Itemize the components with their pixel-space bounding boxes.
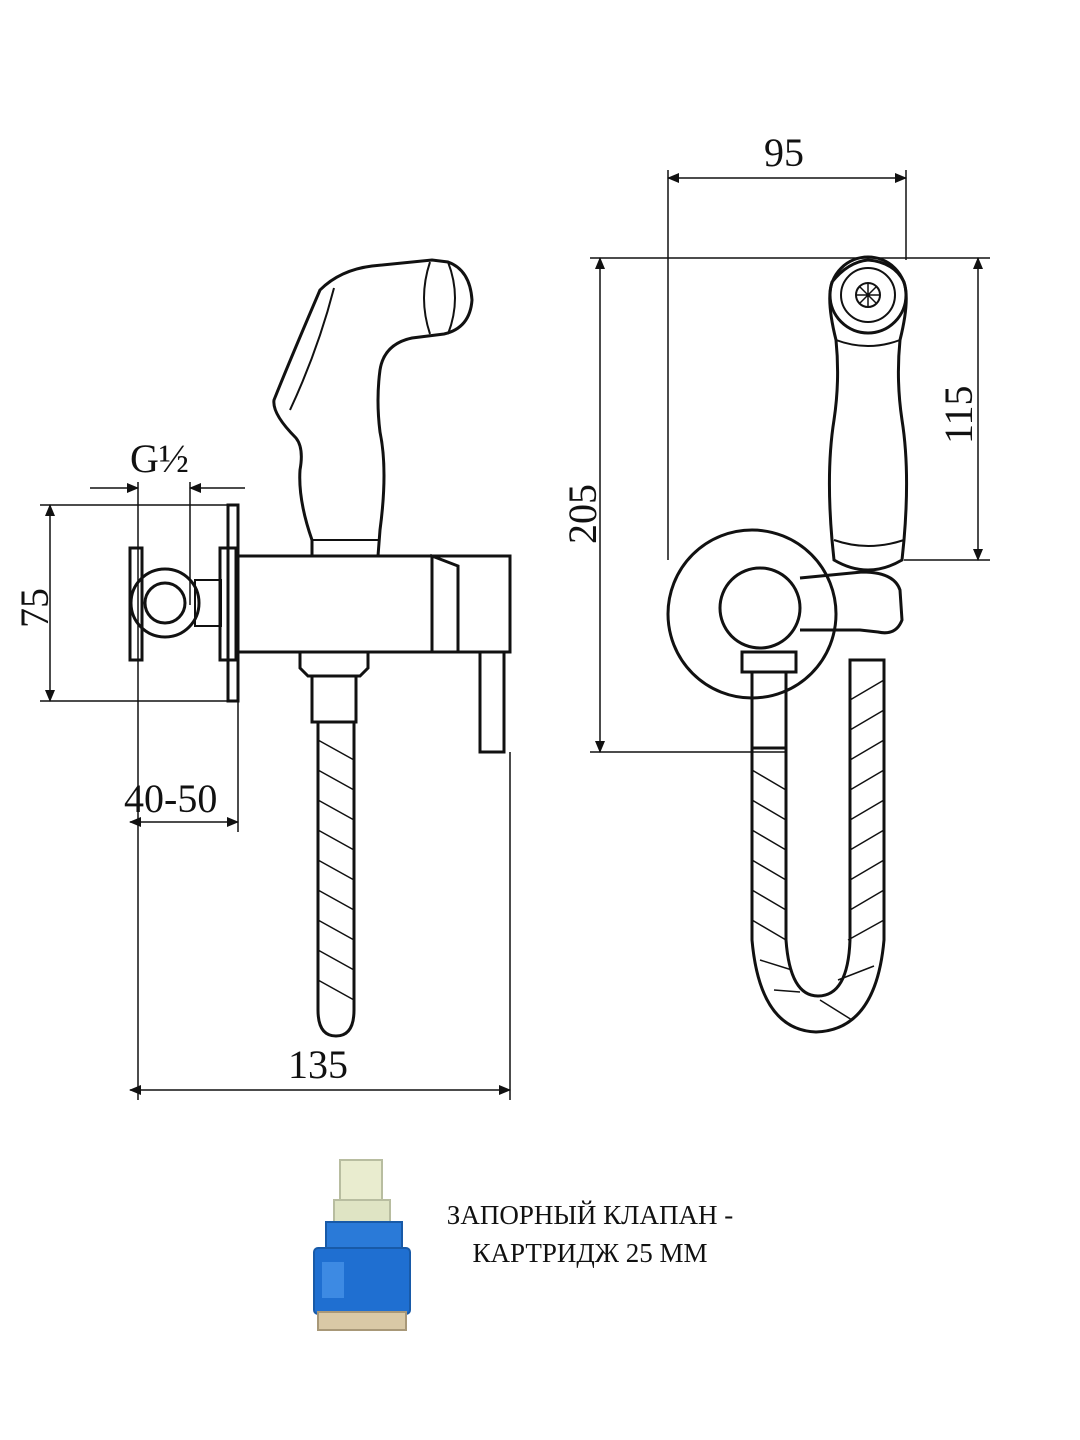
side-inlet-nut (194, 579, 222, 627)
side-valve-body (236, 554, 512, 654)
front-sprayer-head-inner (840, 267, 896, 323)
cartridge-caption: ЗАПОРНЫЙ КЛАПАН - КАРТРИДЖ 25 ММ (400, 1196, 780, 1272)
side-lever (478, 650, 506, 754)
side-lever-base (430, 553, 460, 654)
side-sprayer-trigger (289, 287, 335, 411)
side-hose-nut (298, 652, 370, 678)
dim-front-height: 205 (560, 484, 605, 544)
cartridge-caption-line2: КАРТРИДЖ 25 ММ (472, 1238, 708, 1268)
front-hose (750, 658, 886, 1034)
cartridge-image (313, 1159, 411, 1331)
side-hose-connector (310, 674, 358, 724)
side-hose-winding (317, 739, 355, 1001)
side-sprayer (272, 258, 474, 558)
front-sprayer (827, 258, 909, 572)
front-sprayer-band (833, 539, 905, 547)
side-view: G½ 75 40-50 135 (12, 258, 512, 1100)
front-hose-winding (751, 679, 885, 1021)
side-sprayer-nozzle (447, 261, 456, 335)
front-sprayer-neck (835, 339, 901, 347)
front-sprayer-star-icon (856, 283, 880, 307)
side-inlet-ring-inner (143, 581, 187, 625)
cartridge-base (317, 1311, 407, 1331)
front-hose-connector (750, 670, 788, 750)
dim-thread: G½ (130, 436, 189, 481)
front-valve-body (718, 566, 802, 650)
dim-wall-depth: 40-50 (124, 776, 217, 821)
cartridge-highlight (322, 1262, 344, 1298)
dim-total-length: 135 (288, 1042, 348, 1087)
front-view: 95 205 115 (560, 130, 990, 1034)
front-holder (799, 570, 904, 635)
side-inlet-ring-outer (129, 567, 201, 639)
side-hose (316, 722, 356, 1038)
dim-side-height: 75 (12, 588, 57, 628)
cartridge-stem-collar (333, 1199, 391, 1225)
dim-front-width: 95 (764, 130, 804, 175)
dim-head-height: 115 (936, 385, 981, 444)
front-hose-nut (740, 650, 798, 674)
front-sprayer-head-outer (828, 255, 908, 335)
cartridge-caption-line1: ЗАПОРНЫЙ КЛАПАН - (446, 1200, 734, 1230)
side-sprayer-head-line (423, 261, 431, 335)
